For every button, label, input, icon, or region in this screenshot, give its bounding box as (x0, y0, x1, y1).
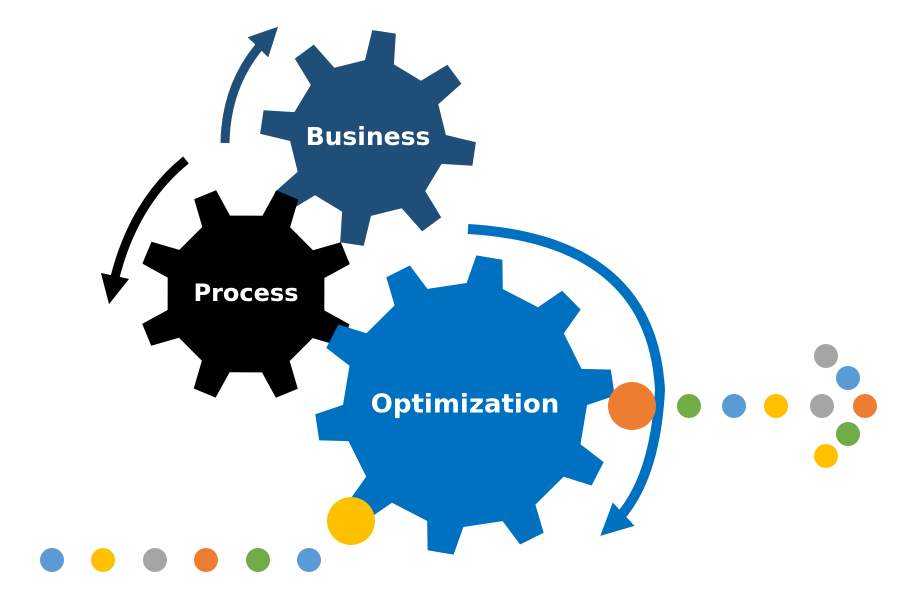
arrowhead-dot-green (836, 422, 860, 446)
business-rotation-arrow (220, 26, 279, 144)
process-rotation-arrow (100, 156, 189, 305)
right-dot-green (677, 394, 701, 418)
bottom-dot-blue (297, 548, 321, 572)
right-dot-orange (608, 382, 656, 430)
bottom-dot-trail (40, 497, 375, 572)
bottom-dot-yellow (91, 548, 115, 572)
right-dot-yellow (764, 394, 788, 418)
bottom-dot-yellow (327, 497, 375, 545)
gear-process: Process (142, 190, 350, 398)
right-dot-orange (853, 394, 877, 418)
arrowhead-dot-yellow (814, 444, 838, 468)
gear-business-label: Business (306, 122, 431, 151)
bottom-dot-green (246, 548, 270, 572)
bottom-dot-blue (40, 548, 64, 572)
gear-optimization-label: Optimization (371, 390, 559, 420)
bottom-dot-gray (143, 548, 167, 572)
arrowhead-dot-gray (814, 344, 838, 368)
right-dot-gray (810, 394, 834, 418)
gear-business-shape (260, 30, 476, 246)
gear-optimization: Optimization (315, 255, 615, 555)
arrowhead-dot-blue (836, 366, 860, 390)
right-dot-trail (608, 382, 877, 430)
bottom-dot-orange (194, 548, 218, 572)
dot-arrowhead (814, 344, 860, 468)
optimization-rotation-arrow (467, 224, 666, 536)
gear-process-label: Process (194, 279, 299, 307)
gear-business: Business (260, 30, 476, 246)
gear-process-shape (142, 190, 350, 398)
right-dot-blue (722, 394, 746, 418)
gear-optimization-shape (315, 255, 615, 555)
